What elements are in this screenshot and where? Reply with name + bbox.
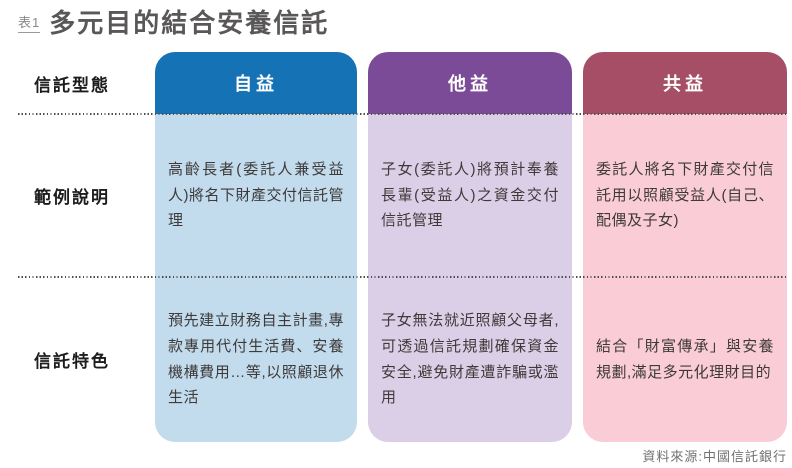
- cell-text: 預先建立財務自主計畫,專款專用代付生活費、安養機構費用…等,以照顧退休生活: [168, 311, 344, 407]
- column-header-trust-type: 信託型態: [34, 75, 110, 95]
- cell-text: 結合「財富傳承」與安養規劃,滿足多元化理財目的: [596, 337, 774, 381]
- cell-example-other-benefit: 子女(委託人)將預計奉養長輩(受益人)之資金交付信託管理: [368, 114, 572, 277]
- column-header-other-benefit: 他益: [368, 52, 572, 114]
- cell-feature-other-benefit: 子女無法就近照顧父母者,可透過信託規劃確保資金安全,避免財產遭詐騙或濫用: [368, 277, 572, 442]
- trust-comparison-table: 信託型態 自益 他益 共益 範例說明 高齡長者(委託人兼受益人)將名下財產交付信…: [0, 52, 787, 442]
- cell-example-self-benefit: 高齡長者(委託人兼受益人)將名下財產交付信託管理: [155, 114, 357, 277]
- dotted-divider-top: [18, 113, 787, 115]
- cell-example-joint-benefit: 委託人將名下財產交付信託用以照顧受益人(自己、配偶及子女): [583, 114, 787, 277]
- column-header-joint-benefit: 共益: [583, 52, 787, 114]
- table-number-tag: 表1: [18, 16, 41, 33]
- page-title: 多元目的結合安養信託: [49, 8, 330, 38]
- cell-text: 高齡長者(委託人兼受益人)將名下財產交付信託管理: [168, 160, 344, 230]
- cell-text: 委託人將名下財產交付信託用以照顧受益人(自己、配偶及子女): [596, 160, 774, 230]
- cell-feature-self-benefit: 預先建立財務自主計畫,專款專用代付生活費、安養機構費用…等,以照顧退休生活: [155, 277, 357, 442]
- source-note: 資料來源:中國信託銀行: [642, 449, 787, 464]
- cell-text: 子女(委託人)將預計奉養長輩(受益人)之資金交付信託管理: [381, 160, 559, 230]
- row-label-feature: 信託特色: [34, 352, 110, 371]
- title-block: 表1 多元目的結合安養信託: [18, 10, 329, 36]
- cell-text: 子女無法就近照顧父母者,可透過信託規劃確保資金安全,避免財產遭詐騙或濫用: [381, 311, 559, 407]
- dotted-divider-middle: [18, 276, 787, 278]
- column-header-self-benefit: 自益: [155, 52, 357, 114]
- cell-feature-joint-benefit: 結合「財富傳承」與安養規劃,滿足多元化理財目的: [583, 277, 787, 442]
- row-label-example: 範例說明: [34, 188, 110, 207]
